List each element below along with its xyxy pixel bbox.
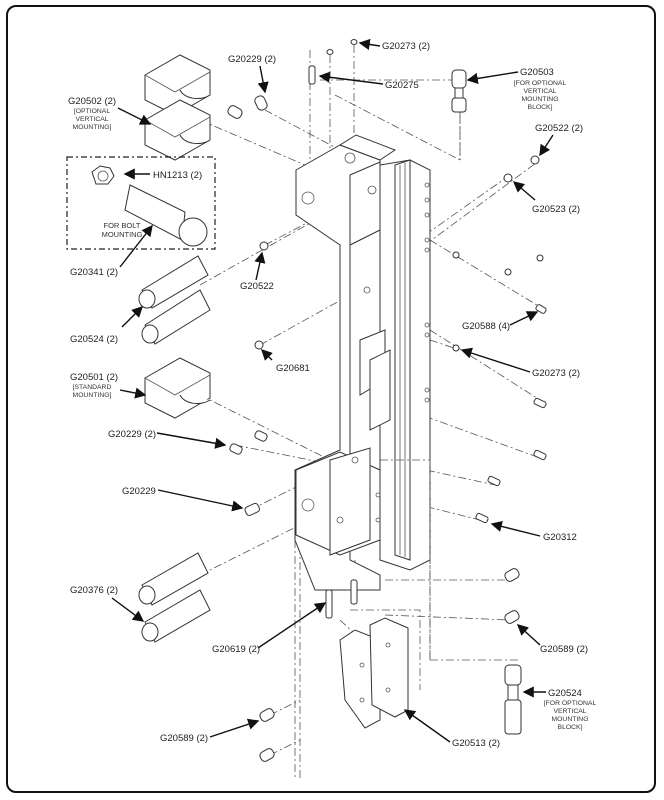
cylinder-g20524-left bbox=[141, 289, 211, 345]
callout-label: G20522 bbox=[240, 281, 274, 292]
clamp-block-g20502-upper bbox=[144, 54, 211, 116]
cylinder-g20341 bbox=[138, 255, 209, 309]
cylinder-g20376-b bbox=[141, 589, 211, 643]
wedge-plates-g20513 bbox=[339, 617, 409, 729]
callout-note: BLOCK] bbox=[558, 724, 583, 731]
callout-label: G20524 bbox=[548, 688, 582, 699]
callout-label: G20229 bbox=[122, 486, 156, 497]
callout-note: MOUNTING] bbox=[73, 124, 112, 131]
callout-labels: G20229 (2) G20273 (2) G20275 G20503 [FOR… bbox=[68, 41, 596, 749]
callout-label: G20376 (2) bbox=[70, 585, 118, 596]
callout-label: G20501 (2) bbox=[70, 372, 118, 383]
bolt-mounting-group bbox=[66, 156, 216, 250]
callout-label: G20619 (2) bbox=[212, 644, 260, 655]
group-box-label: MOUNTING bbox=[102, 230, 143, 239]
callout-note: [FOR OPTIONAL bbox=[514, 80, 567, 87]
vertical-mounting-bolt-lower bbox=[504, 664, 522, 735]
callout-label: G20229 (2) bbox=[108, 429, 156, 440]
callout-label: G20312 bbox=[543, 532, 577, 543]
callout-label: G20524 (2) bbox=[70, 334, 118, 345]
callout-note: VERTICAL bbox=[553, 708, 586, 715]
callout-note: VERTICAL bbox=[523, 88, 556, 95]
callout-note: BLOCK] bbox=[528, 104, 553, 111]
callout-label: G20523 (2) bbox=[532, 204, 580, 215]
callout-label: G20502 (2) bbox=[68, 96, 116, 107]
callout-label: G20341 (2) bbox=[70, 267, 118, 278]
callout-label: G20681 bbox=[276, 363, 310, 374]
socket-bolts-lower-left bbox=[259, 708, 275, 762]
callout-label: G20275 bbox=[385, 80, 419, 91]
callout-label: G20273 (2) bbox=[382, 41, 430, 52]
main-frame-column bbox=[294, 134, 431, 591]
socket-bolts-right bbox=[504, 568, 520, 624]
leader-arrows bbox=[111, 38, 554, 743]
callout-label: G20273 (2) bbox=[532, 368, 580, 379]
callout-note: MOUNTING bbox=[551, 716, 588, 723]
frame-holes bbox=[375, 182, 430, 523]
clamp-block-g20501 bbox=[144, 357, 211, 419]
callout-label: HN1213 (2) bbox=[153, 170, 202, 181]
callout-note: MOUNTING bbox=[521, 96, 558, 103]
cylinder-g20376-a bbox=[138, 552, 209, 606]
callout-label: G20522 (2) bbox=[535, 123, 583, 134]
callout-note: [STANDARD bbox=[73, 384, 112, 391]
vertical-mounting-bolt-top bbox=[451, 69, 467, 113]
clamp-block-g20502-lower bbox=[144, 99, 211, 161]
small-hardware-left bbox=[229, 241, 547, 619]
group-box-label: FOR BOLT bbox=[104, 221, 141, 230]
callout-label: G20503 bbox=[520, 67, 554, 78]
callout-note: [OPTIONAL bbox=[74, 108, 110, 115]
callout-note: MOUNTING] bbox=[73, 392, 112, 399]
top-hardware bbox=[227, 39, 547, 352]
diagram-frame bbox=[6, 5, 656, 793]
callout-note: [FOR OPTIONAL bbox=[544, 700, 597, 707]
callout-label: G20513 (2) bbox=[452, 738, 500, 749]
callout-label: G20589 (2) bbox=[540, 644, 588, 655]
callout-label: G20588 (4) bbox=[462, 321, 510, 332]
callout-note: VERTICAL bbox=[75, 116, 108, 123]
callout-label: G20229 (2) bbox=[228, 54, 276, 65]
callout-label: G20589 (2) bbox=[160, 733, 208, 744]
